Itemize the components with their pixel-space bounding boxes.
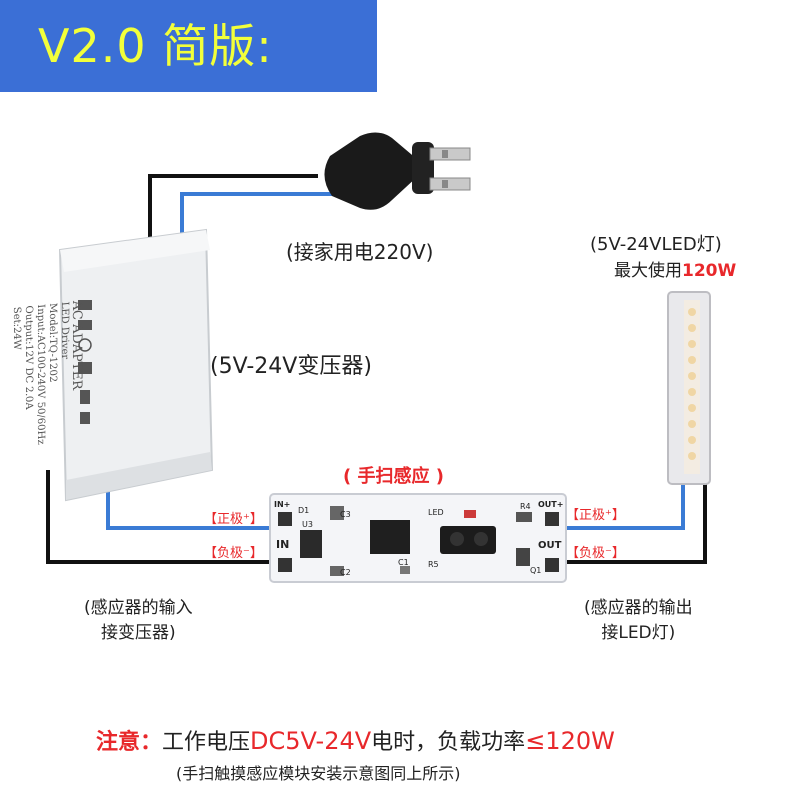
banner-title: V2.0 简版: [38,19,273,73]
pcb-r5: R5 [428,560,439,569]
notice-text1: 工作电压 [162,730,251,755]
pcb-u3: U3 [302,520,313,529]
notice-line: 注意：工作电压DC5V-24V电时，负载功率≤120W [96,724,615,756]
pcb-in-plus: IN+ [274,500,291,509]
notice-text2: 电时，负载功率 [371,730,526,755]
terminal-neg-left: 【负极⁻】 [204,546,263,561]
transformer-printed-line: Model:TQ-1202 [47,302,58,383]
notice-prefix: 注意： [96,730,163,755]
input-note: (感应器的输入 接变压器) [84,596,193,646]
transformer-box [58,228,214,502]
output-note-line2: 接LED灯) [601,623,676,643]
terminal-pos-left: 【正极⁺】 [204,512,263,527]
output-note-line1: (感应器的输出 [584,598,693,618]
led-title: (5V-24VLED灯) [590,234,722,255]
pcb-led: LED [428,508,444,517]
notice-power: ≤120W [525,727,615,755]
transformer-printed-line: Input:AC100-240V 50/60Hz [35,303,46,446]
wire-black-output [565,480,707,564]
pcb-in: IN [276,538,290,551]
pcb-c1: C1 [398,558,409,567]
pcb-d1: D1 [298,506,310,515]
transformer-printed-line: AC ADAPTER [69,299,84,391]
transformer-printed-line: LED Driver [59,301,70,360]
output-note: (感应器的输出 接LED灯) [584,596,693,646]
led-light-bar [667,291,711,485]
terminal-pos-right: 【正极⁺】 [566,508,625,523]
transformer-printed-line: Output:12V DC 2.0A [23,305,34,411]
led-max-prefix: 最大使用 [614,261,682,281]
sensor-pcb [269,493,567,583]
pcb-q1: Q1 [530,566,542,575]
pcb-out: OUT [538,540,562,551]
input-note-line2: 接变压器) [101,623,176,643]
plug-label: (接家用电220V) [286,240,434,264]
wire-blue-output [565,480,685,530]
pcb-c3: C3 [340,510,351,519]
transformer-printed-text: AC ADAPTER LED Driver Model:TQ-1202 Inpu… [10,299,84,508]
transformer-label: (5V-24V变压器) [210,354,372,379]
pcb-c2: C2 [340,568,351,577]
wire-black-input [46,470,275,564]
led-max-value: 120W [682,261,737,281]
terminal-neg-right: 【负极⁻】 [566,546,625,561]
notice-voltage: DC5V-24V [250,727,372,755]
wire-blue-plug [180,192,332,248]
title-banner: V2.0 简版: [0,0,377,92]
input-note-line1: (感应器的输入 [84,598,193,618]
transformer-printed-line: Set:24W [11,306,22,351]
led-max-power: 最大使用120W [614,256,736,281]
wire-black-plug [148,174,318,248]
notice-sub: (手扫触摸感应模块安装示意图同上所示) [176,764,461,783]
pcb-out-plus: OUT+ [538,500,564,509]
power-plug [324,132,471,210]
pcb-r4: R4 [520,502,531,511]
sensor-label: ( 手扫感应 ) [343,466,444,487]
